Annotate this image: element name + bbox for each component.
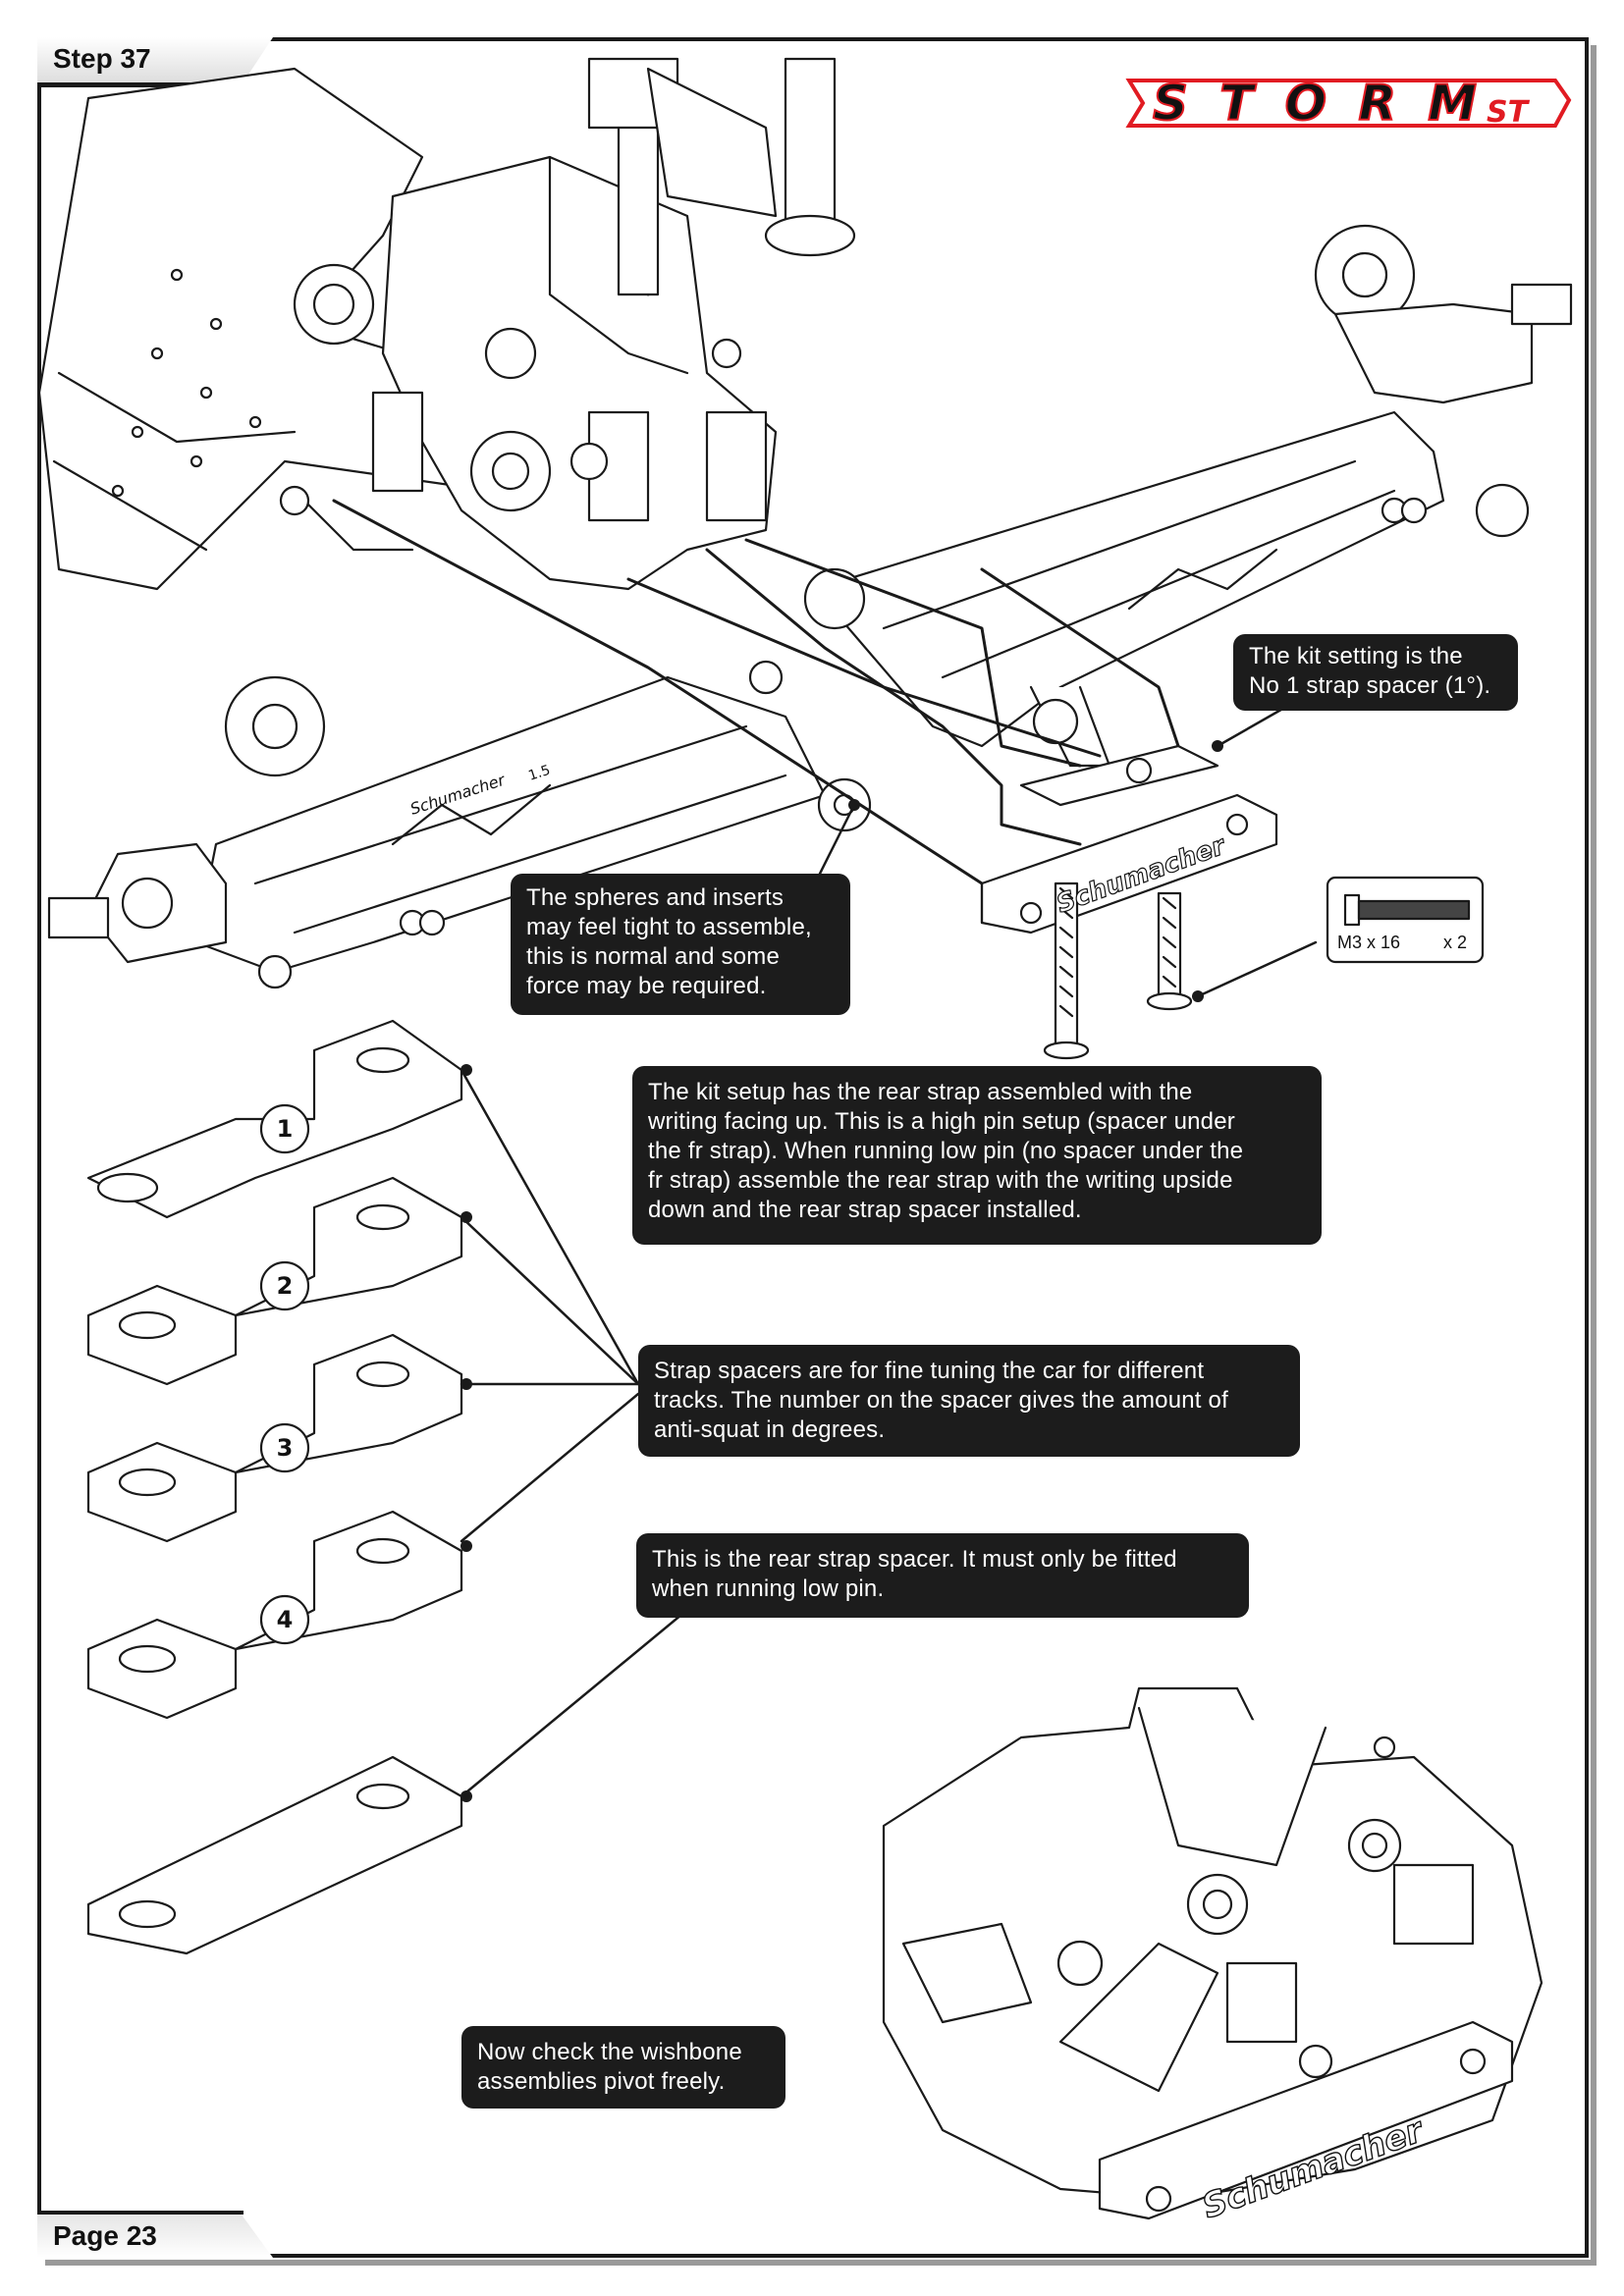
callout-line: No 1 strap spacer (1°). — [1249, 672, 1491, 699]
callout-kit-setting: The kit setting is the No 1 strap spacer… — [1233, 634, 1518, 711]
assembly-guides — [332, 499, 1180, 885]
spacer-numbers: 1 2 3 4 — [277, 1115, 294, 1633]
page-frame-shadow — [45, 45, 1597, 2266]
logo-suffix-text: ST — [1487, 95, 1531, 130]
screw-qty-label: x 2 — [1443, 933, 1467, 952]
screw-size-label: M3 x 16 — [1337, 933, 1400, 952]
detail-view — [882, 1686, 1543, 2220]
callout-line: This is the rear strap spacer. It must o… — [652, 1546, 1177, 1573]
rear-bulkhead — [279, 57, 856, 591]
leader-dots — [460, 740, 1223, 1802]
step-tab-rule — [37, 82, 244, 86]
callout-line: assemblies pivot freely. — [477, 2068, 726, 2095]
callout-line: fr strap) assemble the rear strap with t… — [648, 1167, 1233, 1194]
right-wishbone — [803, 224, 1573, 768]
spacer-number-1: 1 — [277, 1115, 294, 1143]
callout-strap-spacers: Strap spacers are for fine tuning the ca… — [638, 1345, 1300, 1457]
callout-line: this is normal and some — [526, 943, 781, 970]
step-label: Step 37 — [53, 43, 151, 74]
leader-lines — [460, 705, 1318, 1798]
storm-st-logo: STORM ST — [1125, 74, 1572, 133]
callout-line: tracks. The number on the spacer gives t… — [654, 1387, 1228, 1414]
callout-line: down and the rear strap spacer installed… — [648, 1197, 1082, 1223]
callout-line: may feel tight to assemble, — [526, 914, 812, 940]
callout-spheres: The spheres and inserts may feel tight t… — [511, 874, 850, 1015]
page-number: Page 23 — [53, 2220, 157, 2251]
hardware-box — [1326, 876, 1485, 964]
callout-line: The kit setting is the — [1249, 643, 1463, 669]
callout-line: writing facing up. This is a high pin se… — [648, 1108, 1235, 1135]
callout-kit-setup: The kit setup has the rear strap assembl… — [632, 1066, 1322, 1245]
page-frame — [37, 37, 1589, 2258]
spacer-number-3: 3 — [277, 1434, 294, 1462]
left-wishbone — [47, 660, 872, 989]
strap-spacers — [86, 1019, 463, 1955]
spacer-number-4: 4 — [277, 1606, 294, 1633]
page-tab-rule — [37, 2211, 244, 2215]
rear-strap-assembly — [980, 744, 1278, 1060]
callout-line: the fr strap). When running low pin (no … — [648, 1138, 1244, 1164]
callout-line: anti-squat in degrees. — [654, 1416, 886, 1443]
callout-rear-spacer: This is the rear strap spacer. It must o… — [636, 1533, 1249, 1618]
callout-check-wishbone: Now check the wishbone assemblies pivot … — [461, 2026, 785, 2109]
callout-line: The kit setup has the rear strap assembl… — [648, 1079, 1193, 1105]
callout-line: Strap spacers are for fine tuning the ca… — [654, 1358, 1205, 1384]
spacer-number-2: 2 — [277, 1272, 294, 1300]
callout-line: force may be required. — [526, 973, 767, 999]
callout-line: The spheres and inserts — [526, 884, 785, 911]
arm-code-text: 1.5 — [526, 763, 552, 784]
page-tab — [37, 2213, 273, 2258]
callout-line: Now check the wishbone — [477, 2039, 742, 2065]
callout-line: when running low pin. — [652, 1575, 885, 1602]
